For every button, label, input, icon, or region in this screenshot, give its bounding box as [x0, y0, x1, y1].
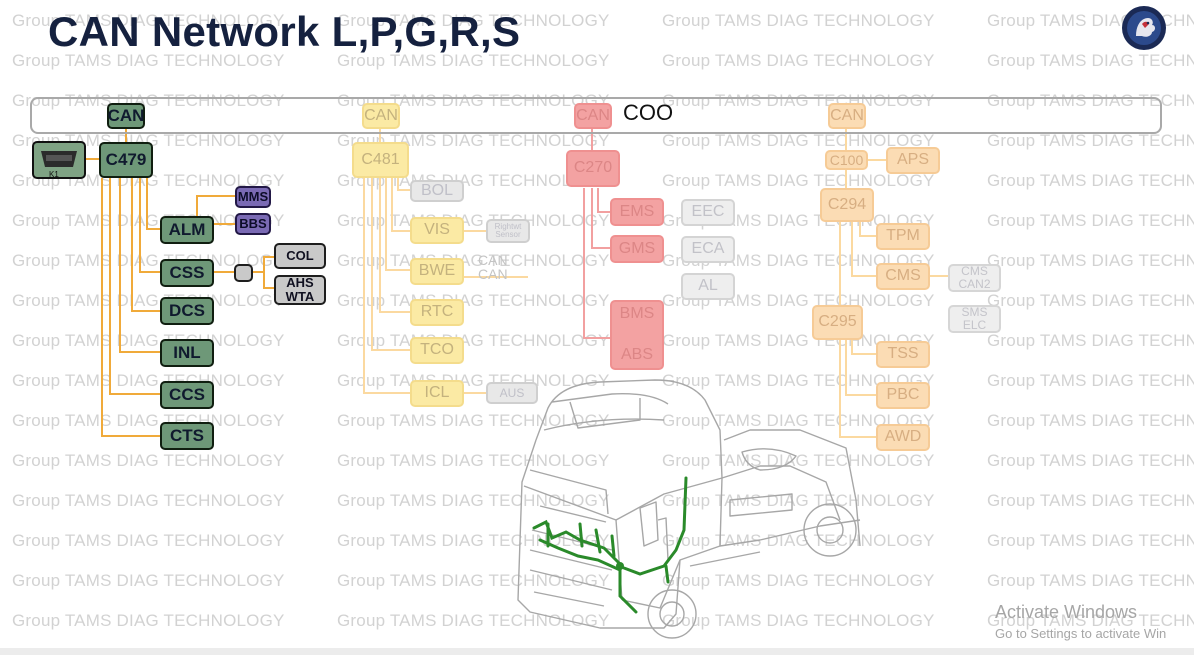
ecu-tco[interactable]: TCO	[410, 337, 464, 364]
c270-gateway[interactable]: C270	[566, 150, 620, 187]
obd-connector-icon[interactable]	[32, 141, 86, 179]
ecu-al[interactable]: AL	[681, 273, 735, 300]
ahs-label: AHS	[286, 275, 314, 291]
ecu-tpm[interactable]: TPM	[876, 223, 930, 250]
page-title: CAN Network L,P,G,R,S	[48, 8, 521, 55]
sms-elc-line1: SMS	[961, 305, 988, 320]
ecu-rtc[interactable]: RTC	[410, 299, 464, 326]
ecu-pbc[interactable]: PBC	[876, 382, 930, 409]
ecu-aus[interactable]: AUS	[486, 382, 538, 404]
wta-label: WTA	[285, 289, 315, 304]
ecu-css[interactable]: CSS	[160, 259, 214, 287]
backbone-label: COO	[623, 100, 674, 125]
ecu-bms-abs[interactable]: BMS ABS	[610, 300, 664, 370]
can-label-1: CAN	[478, 252, 508, 268]
ecu-ahs-wta[interactable]: AHS WTA	[274, 275, 326, 305]
activate-windows-title: Activate Windows	[995, 602, 1138, 622]
ecu-eca[interactable]: ECA	[681, 236, 735, 263]
cms-can2-line1: CMS	[961, 264, 988, 279]
sensor-box[interactable]: Rightwt Sensor	[486, 219, 530, 243]
ecu-aps[interactable]: APS	[886, 147, 940, 174]
ecu-awd[interactable]: AWD	[876, 424, 930, 451]
ecu-ccs[interactable]: CCS	[160, 381, 214, 409]
ecu-gms[interactable]: GMS	[610, 235, 664, 263]
can-node-yellow[interactable]: CAN	[362, 103, 400, 129]
sensor-label-line2: Sensor	[495, 230, 521, 239]
can-node-red[interactable]: CAN	[574, 103, 612, 129]
bottom-edge	[0, 648, 1194, 655]
activate-windows-subtitle[interactable]: Go to Settings to activate Win	[995, 626, 1167, 641]
can-label-2: CAN	[478, 266, 508, 282]
ecu-bol[interactable]: BOL	[410, 180, 464, 202]
ecu-alm[interactable]: ALM	[160, 216, 214, 244]
c479-gateway[interactable]: C479	[99, 142, 153, 178]
sensor-label-line1: Rightwt	[494, 221, 522, 231]
sms-elc-line2: ELC	[962, 318, 987, 332]
abs-label: ABS	[620, 346, 653, 364]
ecu-mms[interactable]: MMS	[235, 186, 271, 208]
c100-gateway[interactable]: C100	[825, 150, 868, 170]
ecu-dcs[interactable]: DCS	[160, 297, 214, 325]
ecu-cts[interactable]: CTS	[160, 422, 214, 450]
ecu-icl[interactable]: ICL	[410, 380, 464, 407]
ecu-cms-can2[interactable]: CMS CAN2	[948, 264, 1001, 292]
can-backbone-bus	[30, 97, 1162, 134]
ecu-inl[interactable]: INL	[160, 339, 214, 367]
ecu-bwe[interactable]: BWE	[410, 258, 464, 285]
c294-gateway[interactable]: C294	[820, 188, 874, 222]
ecu-tss[interactable]: TSS	[876, 341, 930, 368]
ecu-col[interactable]: COL	[274, 243, 326, 269]
ecu-sms-elc[interactable]: SMS ELC	[948, 305, 1001, 333]
scania-griffin-logo-icon	[1122, 6, 1166, 50]
bms-label: BMS	[619, 305, 655, 322]
c481-gateway[interactable]: C481	[352, 142, 409, 178]
c295-gateway[interactable]: C295	[812, 305, 863, 340]
cms-can2-line2: CAN2	[958, 277, 991, 291]
can-node-orange[interactable]: CAN	[828, 103, 866, 129]
junction-box[interactable]	[234, 264, 253, 282]
ecu-eec[interactable]: EEC	[681, 199, 735, 226]
can-node-green[interactable]: CAN	[107, 103, 145, 129]
ecu-bbs[interactable]: BBS	[235, 213, 271, 235]
connector-label: K1	[49, 170, 59, 179]
ecu-vis[interactable]: VIS	[410, 217, 464, 244]
ecu-cms[interactable]: CMS	[876, 263, 930, 290]
ecu-ems[interactable]: EMS	[610, 198, 664, 226]
